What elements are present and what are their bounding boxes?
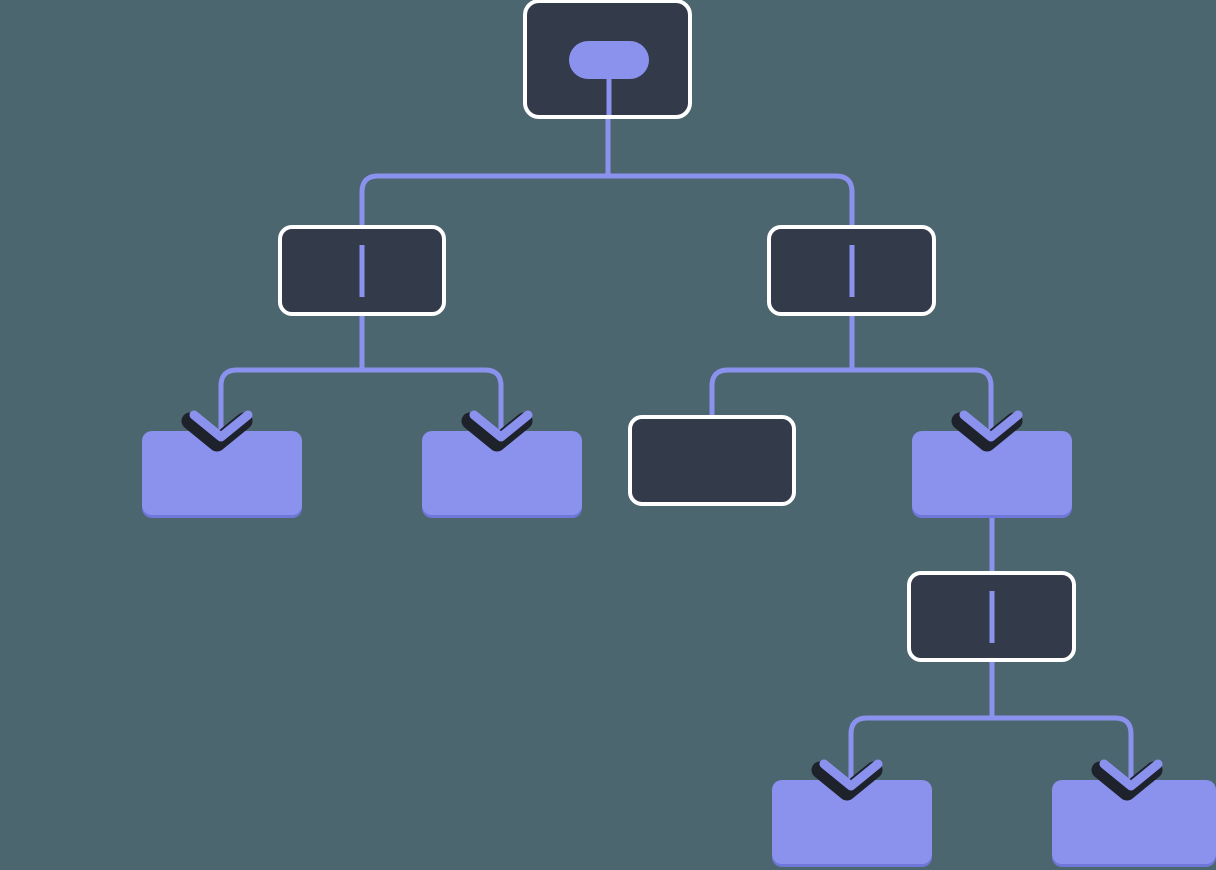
edge-left-to-leaf1[interactable] (218, 297, 365, 431)
arrowhead-chevron (819, 759, 883, 791)
leaf-node-6[interactable] (1052, 780, 1216, 867)
node-body (772, 780, 932, 864)
arrowhead-chevron (1099, 759, 1163, 791)
arrowhead-leaf-6 (1091, 759, 1163, 801)
edge-root-to-right[interactable] (605, 41, 855, 330)
arrowhead-leaf-1 (181, 410, 253, 452)
edge-deep-to-leaf5[interactable] (848, 643, 995, 780)
node-pill-indicator (569, 41, 649, 79)
branch-node-right[interactable] (767, 225, 936, 316)
node-body (422, 431, 582, 515)
edge-left-to-leaf2[interactable] (359, 297, 504, 431)
root-node[interactable] (523, 0, 692, 119)
leaf-node-1[interactable] (142, 431, 302, 518)
arrowhead-leaf-2 (461, 410, 533, 452)
leaf-node-4[interactable] (912, 431, 1072, 518)
collapsed-node-center[interactable] (628, 415, 796, 506)
edge-deep-to-leaf6[interactable] (989, 643, 1134, 780)
arrowhead-layer (181, 410, 1163, 801)
node-body (628, 415, 796, 506)
edge-right-to-leaf4[interactable] (849, 297, 994, 431)
arrowhead-chevron (189, 410, 253, 442)
branch-node-deep[interactable] (907, 571, 1076, 662)
node-layer (142, 0, 1216, 867)
leaf-node-5[interactable] (772, 780, 932, 867)
node-body (912, 431, 1072, 515)
node-body (1052, 780, 1216, 864)
node-body (142, 431, 302, 515)
branch-node-left[interactable] (278, 225, 446, 316)
edge-right-to-leaf3[interactable] (709, 297, 855, 419)
arrowhead-leaf-4 (951, 410, 1023, 452)
arrowhead-chevron (469, 410, 533, 442)
leaf-node-2[interactable] (422, 431, 582, 518)
arrowhead-chevron (959, 410, 1023, 442)
edge-layer (218, 41, 1134, 780)
arrowhead-leaf-5 (811, 759, 883, 801)
